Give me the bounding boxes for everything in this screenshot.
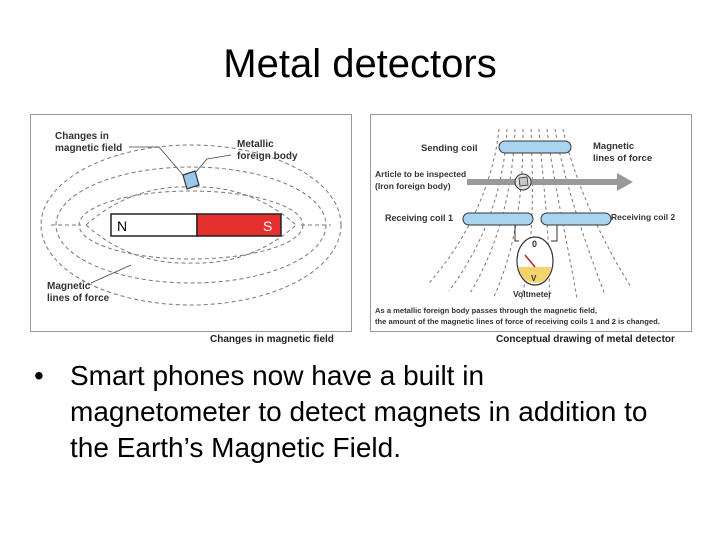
magnet-south-label: S <box>263 218 272 234</box>
label-metallic-1: Metallic <box>237 139 274 150</box>
label-coil-2: Receiving coil 2 <box>611 212 676 222</box>
magnetic-field-figure: N S Changes in magnetic field Metallic f… <box>30 114 352 332</box>
voltmeter-fill <box>519 267 551 283</box>
caption-right: Conceptual drawing of metal detector <box>496 334 675 345</box>
label-article-2: (Iron foreign body) <box>375 181 451 191</box>
label-voltmeter: Voltmeter <box>513 289 552 299</box>
metallic-body-icon <box>182 170 200 190</box>
label-magnetic-2: lines of force <box>593 153 652 164</box>
inspection-arrow <box>467 179 617 185</box>
magnet-south-pole <box>196 213 282 237</box>
label-sending-coil: Sending coil <box>421 143 477 154</box>
slide-title: Metal detectors <box>223 42 497 86</box>
note-line-2: the amount of the magnetic lines of forc… <box>375 317 660 326</box>
leader-metallic <box>194 154 232 174</box>
label-lines-2: lines of force <box>47 293 110 304</box>
wire-1 <box>514 225 519 242</box>
wire-2 <box>551 225 558 242</box>
meter-zero: 0 <box>532 239 537 249</box>
magnet-north-label: N <box>117 218 127 234</box>
label-article-1: Article to be inspected <box>375 169 466 179</box>
receiving-coil-2 <box>540 212 612 226</box>
label-coil-1: Receiving coil 1 <box>385 213 453 223</box>
bullet-text: Smart phones now have a built in magneto… <box>70 360 648 463</box>
leader-changes <box>129 146 184 176</box>
magnetic-field-diagram: N S Changes in magnetic field Metallic f… <box>40 131 342 306</box>
metal-detector-diagram: 0 V Sending coil Magnetic lines of force… <box>375 128 676 326</box>
sending-coil <box>498 140 572 154</box>
note-line-1: As a metallic foreign body passes throug… <box>375 306 597 315</box>
receiving-coil-1 <box>462 212 534 226</box>
label-changes-1: Changes in <box>55 131 109 142</box>
arrow-head <box>617 173 633 191</box>
metal-detector-figure: 0 V Sending coil Magnetic lines of force… <box>370 114 692 332</box>
caption-left: Changes in magnetic field <box>210 334 334 345</box>
label-magnetic-1: Magnetic <box>593 141 634 152</box>
leader-lines <box>90 264 132 284</box>
label-lines-1: Magnetic <box>47 281 91 292</box>
voltmeter-needle <box>524 254 536 268</box>
meter-v: V <box>531 274 537 283</box>
iron-body-inner <box>518 176 529 187</box>
label-metallic-2: foreign body <box>237 151 298 162</box>
label-changes-2: magnetic field <box>55 143 122 154</box>
bullet-symbol: • <box>34 360 44 391</box>
